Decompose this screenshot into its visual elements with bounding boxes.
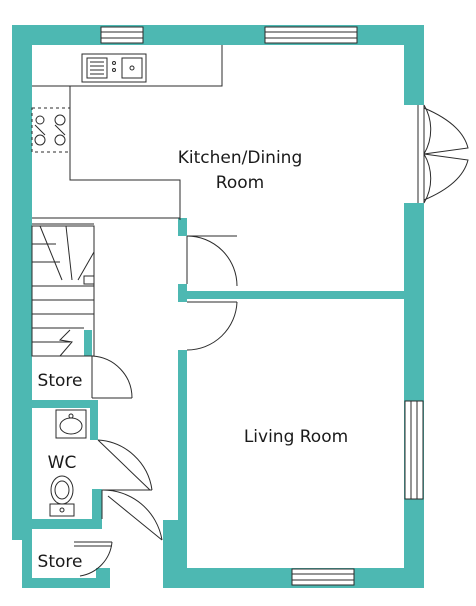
wall-left <box>12 25 32 540</box>
wall-wc-bottom <box>22 519 102 529</box>
toilet-icon <box>49 475 75 517</box>
door-swing-icon <box>101 489 163 541</box>
wall-top <box>12 25 424 45</box>
window-bottom <box>291 568 355 586</box>
window-right <box>404 400 424 500</box>
wall-wc-stub <box>92 489 102 529</box>
basin-icon <box>55 409 87 439</box>
wall-wc-right-upper <box>90 400 98 440</box>
label-kitchen-line2: Room <box>216 173 264 193</box>
door-swing-icon <box>186 301 238 351</box>
door-swing-icon <box>186 235 238 287</box>
wall-right-lower <box>404 203 424 588</box>
wall-hall <box>178 350 187 570</box>
wall-lower-store-bottom <box>22 578 102 588</box>
wall-lower-store-left <box>22 520 32 588</box>
door-swing-icon <box>91 355 133 399</box>
french-doors-icon <box>417 104 469 204</box>
wall-living-top <box>187 291 404 299</box>
label-store-upper: Store <box>38 371 83 391</box>
window-top-right <box>264 26 358 44</box>
window-icon <box>404 400 424 500</box>
label-store-lower: Store <box>38 552 83 572</box>
wall-right-upper <box>404 25 424 105</box>
door-swing-icon <box>97 439 153 491</box>
label-wc: WC <box>48 453 77 473</box>
wall-lower-store-right <box>96 568 110 588</box>
wall-hall-stub-top <box>178 218 187 236</box>
window-icon <box>291 568 355 586</box>
wall-store-stub <box>84 330 92 356</box>
label-kitchen-line1: Kitchen/Dining <box>178 148 303 168</box>
label-living-room: Living Room <box>244 427 348 447</box>
window-icon <box>100 26 144 44</box>
window-top-left <box>100 26 144 44</box>
hob-icon <box>31 107 71 153</box>
window-icon <box>264 26 358 44</box>
door-swing-icon <box>74 541 113 577</box>
sink-icon <box>81 53 147 83</box>
wall-hall-stub-mid <box>178 284 187 302</box>
staircase-icon <box>31 225 95 357</box>
wall-wc-top <box>22 400 98 408</box>
